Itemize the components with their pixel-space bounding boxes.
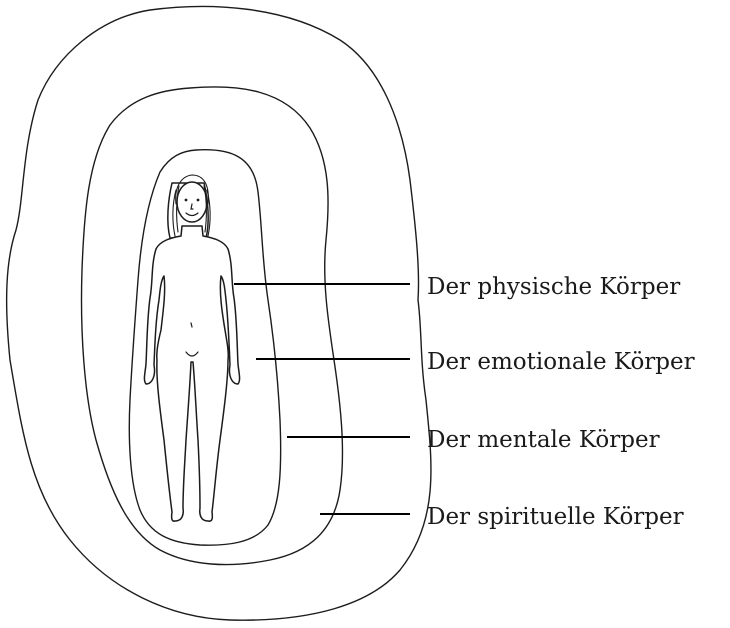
human-figure <box>144 175 239 521</box>
left-eye <box>185 199 188 202</box>
right-eye <box>197 199 200 202</box>
label-mental-body: Der mentale Körper <box>427 427 660 453</box>
label-physical-body: Der physische Körper <box>427 274 680 300</box>
label-emotional-body: Der emotionale Körper <box>427 349 695 375</box>
body-silhouette <box>144 226 239 521</box>
label-spiritual-body: Der spirituelle Körper <box>427 504 684 530</box>
